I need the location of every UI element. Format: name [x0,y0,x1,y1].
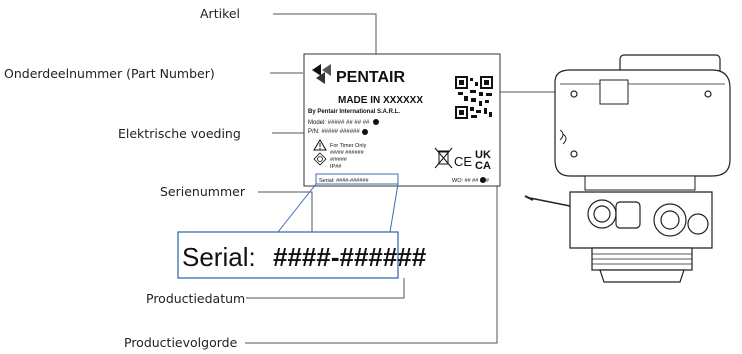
callout-productievolgorde: Productievolgorde [124,335,238,350]
product-label: PENTAIR MADE IN XXXXXX By Pentair Intern… [303,53,501,187]
zoom-connector-right [389,183,399,233]
warning-triangle-icon [313,139,327,151]
pentair-logo-icon [312,64,331,84]
serial-highlight-box [315,173,399,185]
label-ce-mark: CE [454,154,472,169]
serial-zoom-value: ####-###### [273,242,427,272]
serial-zoom-box: Serial: ####-###### [177,231,427,279]
serial-zoom-prefix: Serial: [182,242,256,272]
label-pn: P/N: ##### ###### [308,129,360,135]
zoom-connector-left [277,183,317,233]
valve-illustration [524,54,731,283]
qr-code-icon [455,76,493,120]
callout-serienummer: Serienummer [160,184,246,199]
label-by-line: By Pentair International S.A.R.L. [308,109,400,115]
callout-artikel: Artikel [200,6,240,21]
label-for-timer: For Timer Only [330,143,367,149]
label-wo: WO: ## ## ### [452,178,490,184]
leader-serienummer [258,191,313,244]
label-uk-mark: UK [475,149,491,161]
marker-productievolgorde [480,177,486,183]
label-power-1: ##/## ###### [330,150,365,156]
marker-elektrische-voeding [362,129,368,135]
label-ip: IP## [330,164,342,170]
label-made-in: MADE IN XXXXXX [338,95,423,106]
serial-zoom-border [177,231,399,279]
label-serial: Serial: ####-###### [319,178,369,184]
marker-artikel [373,119,379,125]
class-ii-icon [313,152,327,166]
label-model: Model: ##### ## ## ## [308,120,370,126]
callout-elektrische-voeding: Elektrische voeding [118,126,241,141]
callout-onderdeelnummer: Onderdeelnummer (Part Number) [4,66,215,81]
label-power-2: #/#### [330,157,348,163]
leader-productiedatum [246,278,405,299]
callout-productiedatum: Productiedatum [146,291,245,306]
label-ca-mark: CA [475,160,491,172]
leader-productievolgorde [245,181,498,344]
weee-bin-icon [434,147,453,169]
label-brand: PENTAIR [336,69,405,86]
